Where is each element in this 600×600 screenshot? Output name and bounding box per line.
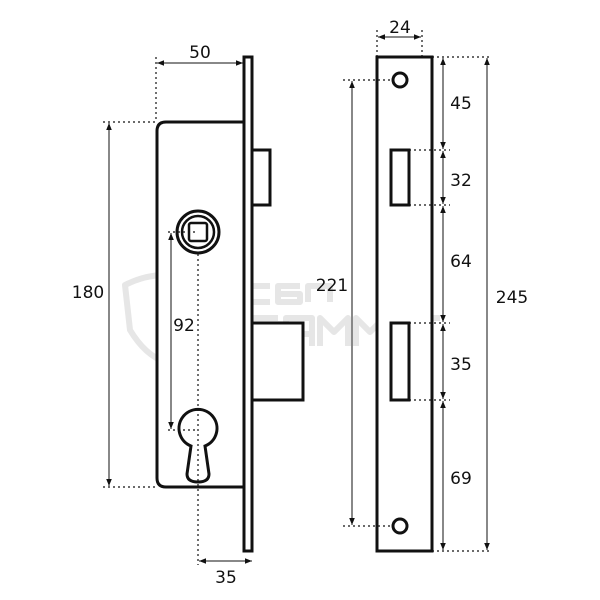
latch-slot: [389, 148, 411, 207]
dim-total-height: 245: [496, 288, 528, 308]
dim-segment-2: 32: [450, 171, 472, 191]
dim-center-distance: 92: [173, 316, 195, 336]
screw-hole-bottom: [391, 517, 409, 535]
dim-segment-5: 69: [450, 469, 472, 489]
lock-body: [155, 120, 246, 489]
faceplate-front-view: [375, 55, 434, 553]
dim-hole-spacing: 221: [316, 276, 348, 296]
dim-body-width: 50: [189, 43, 211, 63]
dim-segment-4: 35: [450, 355, 472, 375]
dim-backset: 35: [215, 568, 237, 588]
dim-plate-width: 24: [389, 18, 411, 38]
latch-bolt: [250, 148, 272, 207]
screw-hole-top: [391, 71, 409, 89]
dead-bolt: [250, 321, 305, 402]
dim-body-height: 180: [72, 283, 104, 303]
faceplate-front: [375, 55, 434, 553]
dim-segment-3: 64: [450, 252, 472, 272]
faceplate: [242, 55, 254, 553]
dim-segment-1: 45: [450, 94, 472, 114]
bolt-slot: [389, 321, 411, 402]
